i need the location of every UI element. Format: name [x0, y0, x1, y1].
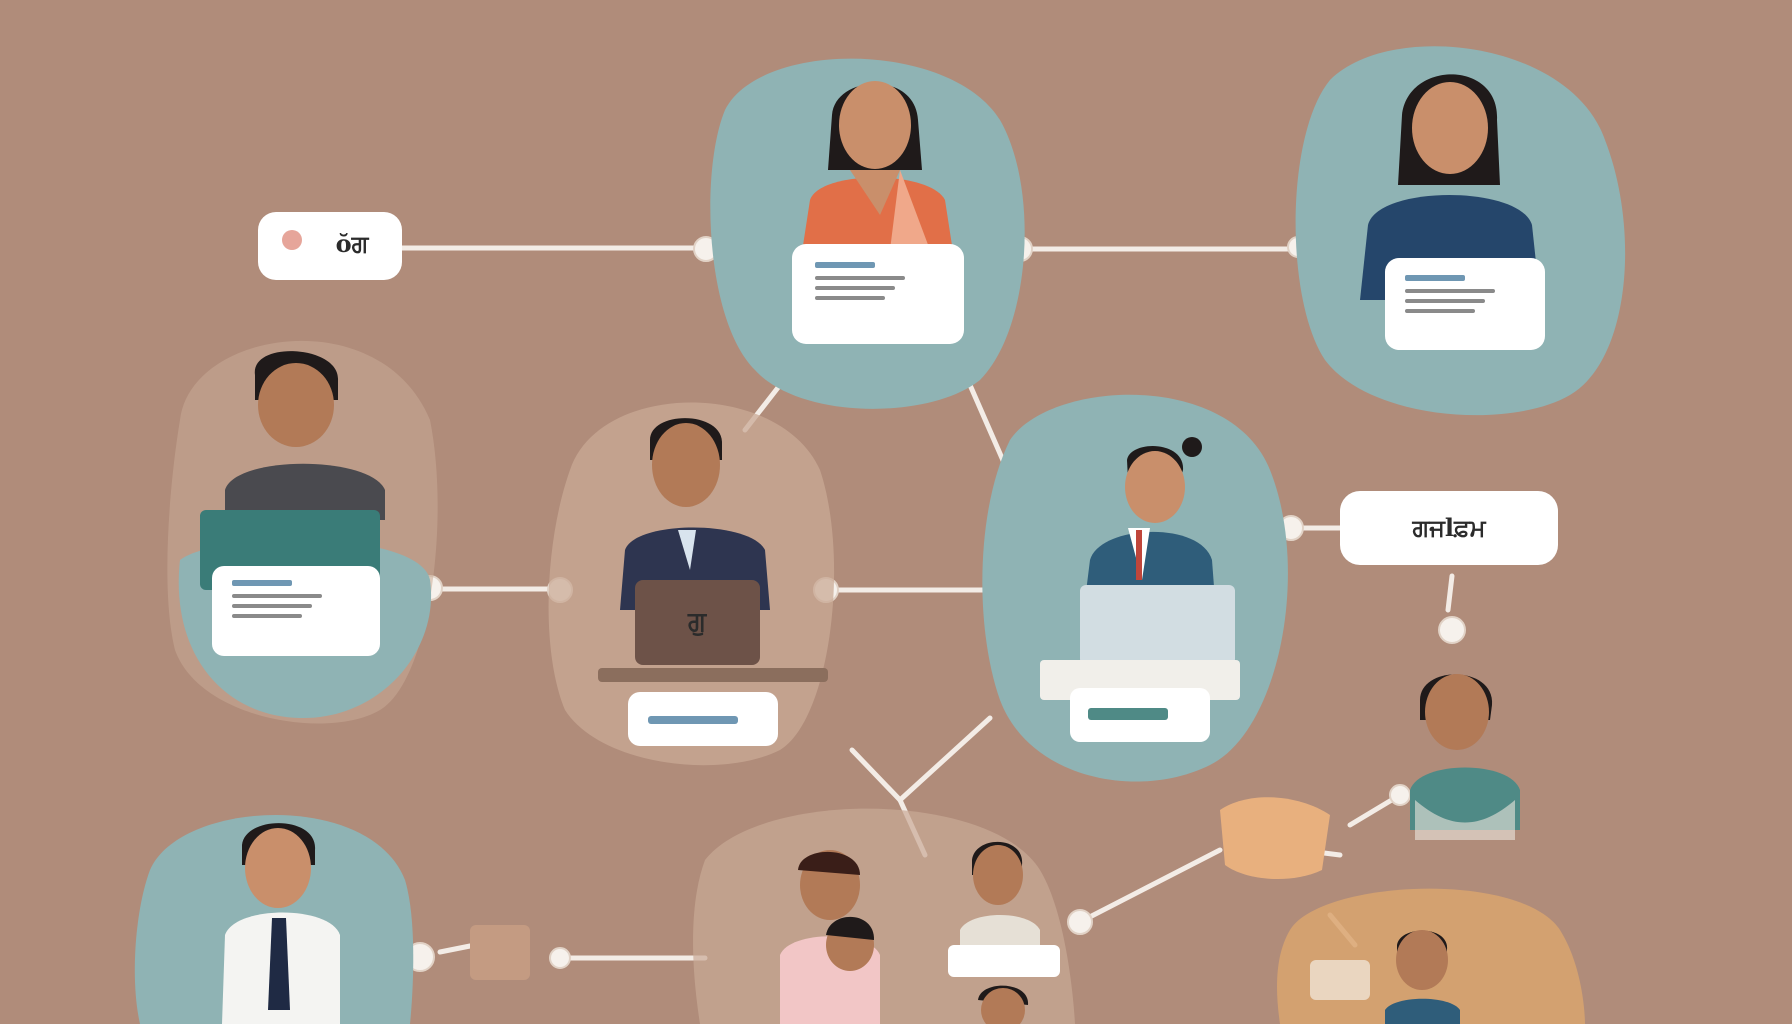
node-family [693, 808, 1075, 1024]
connector-node-icon [1067, 909, 1093, 935]
node-woman-desk [982, 394, 1288, 782]
person-icon [978, 985, 1029, 1024]
package-icon [470, 925, 530, 980]
connector-line [1077, 847, 1223, 925]
package-icon: ਗੁ [635, 580, 760, 665]
node-man-package: ਗੁ [548, 402, 835, 766]
person-icon [222, 823, 340, 1024]
right-tag: ਗਜlਫ਼ਮ [1340, 491, 1558, 565]
person-icon [1385, 930, 1460, 1024]
document-card-icon [792, 244, 964, 344]
node-woman-blue [1295, 46, 1626, 416]
node-man-tie [134, 815, 530, 1024]
connector-line [437, 943, 473, 955]
left-tag: ŏਗ [258, 212, 402, 280]
person-icon [800, 81, 955, 265]
connector-node-icon [1438, 616, 1466, 644]
document-card-icon [948, 945, 1060, 977]
connector-node-icon [1389, 784, 1411, 806]
node-man-laptop [167, 340, 438, 724]
node-woman-small [1220, 674, 1520, 880]
connector-line [897, 715, 993, 803]
package-icon [1220, 797, 1330, 880]
document-card-icon [1385, 258, 1545, 350]
left-tag-label: ŏਗ [336, 229, 370, 258]
connector-line [1445, 573, 1455, 613]
right-tag-label: ਗਜlਫ਼ਮ [1411, 513, 1486, 542]
document-card-icon [628, 692, 778, 746]
node-woman-orange [710, 58, 1025, 409]
person-icon [826, 916, 875, 971]
connector-line [967, 382, 1008, 468]
laptop-icon [1080, 585, 1235, 665]
connector-node-icon [549, 947, 571, 969]
node-man-orange [1277, 888, 1585, 1024]
document-card-icon [1070, 688, 1210, 742]
package-label: ਗੁ [687, 607, 708, 637]
person-icon [225, 351, 385, 520]
document-card-icon [212, 566, 380, 656]
connector-line [849, 747, 903, 803]
person-icon [1410, 674, 1520, 840]
person-icon [1085, 437, 1215, 600]
